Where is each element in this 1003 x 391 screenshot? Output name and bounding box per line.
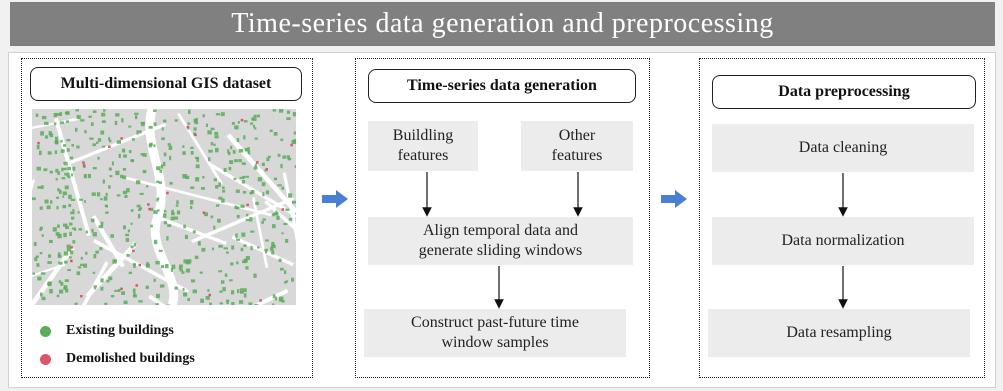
demolished-legend-label: Demolished buildings xyxy=(66,351,195,366)
legend-existing: Existing buildings xyxy=(40,323,174,339)
building-features-box: Buildling features xyxy=(368,121,478,171)
demolished-legend-dot xyxy=(40,353,51,365)
legend-demolished: Demolished buildings xyxy=(40,351,195,367)
align-box: Align temporal data and generate sliding… xyxy=(368,217,633,265)
gis-dataset-panel: Multi-dimensional GIS dataset Existing b… xyxy=(21,58,313,378)
preprocessing-connectors xyxy=(838,173,848,309)
step-data-cleaning: Data cleaning xyxy=(712,124,974,172)
preprocessing-panel: Data preprocessing Data cleaning Data no… xyxy=(699,58,985,378)
construct-box: Construct past-future time window sample… xyxy=(364,309,626,357)
preprocessing-title: Data preprocessing xyxy=(712,75,976,109)
diagram-title: Time-series data generation and preproce… xyxy=(10,2,995,46)
flow-arrow-1-icon xyxy=(322,190,348,208)
generation-connectors xyxy=(422,172,583,309)
generation-panel: Time-series data generation Buildling fe… xyxy=(355,58,650,378)
step-data-resampling: Data resampling xyxy=(708,309,970,357)
step-data-normalization: Data normalization xyxy=(712,217,974,265)
flow-arrow-2-icon xyxy=(661,190,687,208)
existing-legend-dot xyxy=(40,325,51,337)
other-features-box: Other features xyxy=(521,121,633,171)
gis-dataset-title: Multi-dimensional GIS dataset xyxy=(30,67,302,101)
existing-legend-label: Existing buildings xyxy=(66,323,174,338)
gis-map-image xyxy=(32,109,296,305)
generation-title: Time-series data generation xyxy=(368,69,636,103)
